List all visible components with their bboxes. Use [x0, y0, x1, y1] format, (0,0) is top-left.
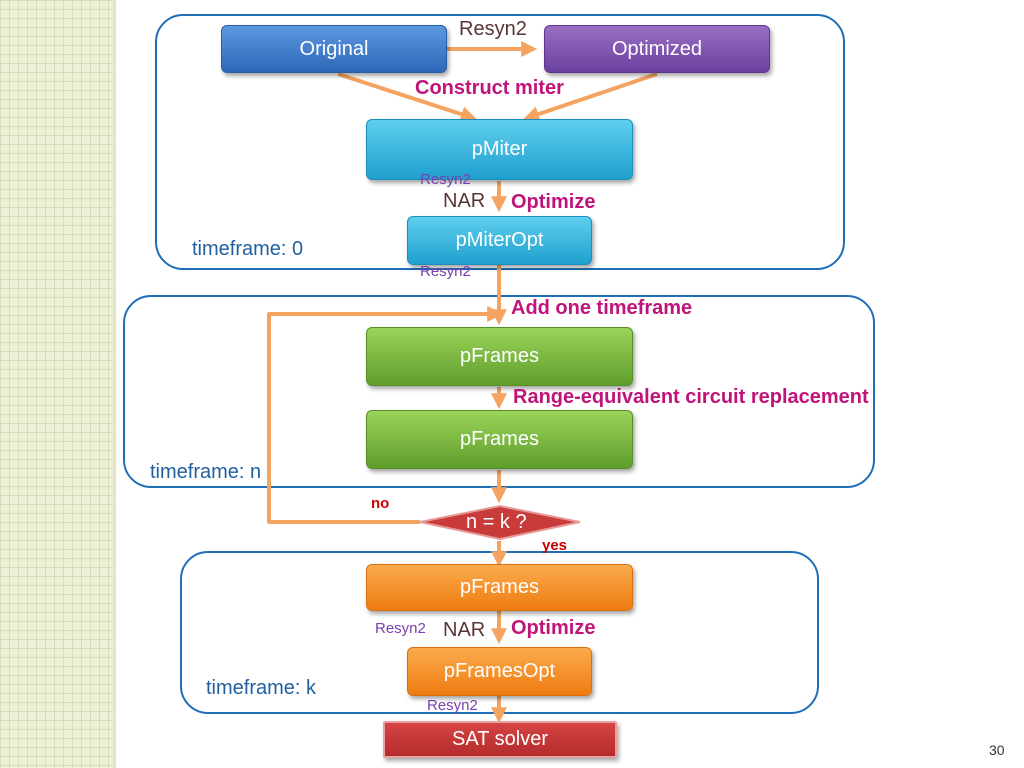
decision-label: n = k ?	[466, 511, 527, 533]
resyn2-label-c: Resyn2	[375, 620, 426, 637]
original-node: Original	[221, 25, 447, 73]
arrow-original-pmiter	[337, 72, 477, 122]
timeframe-k-label: timeframe: k	[206, 677, 317, 699]
add-one-timeframe-label: Add one timeframe	[511, 297, 693, 319]
pframesopt-node: pFramesOpt	[407, 647, 592, 696]
optimized-node: Optimized	[544, 25, 770, 73]
page-number: 30	[989, 742, 1005, 758]
yes-label: yes	[542, 537, 568, 554]
resyn2-label-a: Resyn2	[420, 171, 471, 188]
resyn2-label-b: Resyn2	[420, 263, 471, 280]
resyn2-top-label: Resyn2	[459, 18, 527, 40]
decision-diamond	[419, 504, 581, 541]
pmiter-node: pMiter	[366, 119, 633, 180]
timeframe-n-label: timeframe: n	[150, 461, 262, 483]
no-label: no	[371, 495, 390, 512]
nar-label-1: NAR	[443, 190, 486, 212]
optimize-label-1: Optimize	[511, 191, 596, 213]
sat-solver-node: SAT solver	[383, 721, 617, 758]
pmiteropt-node: pMiterOpt	[407, 216, 592, 265]
optimize-label-2: Optimize	[511, 617, 596, 639]
construct-miter-label: Construct miter	[415, 77, 564, 99]
arrow-loop-back	[267, 306, 504, 524]
timeframe-0-label: timeframe: 0	[192, 238, 304, 260]
nar-label-2: NAR	[443, 619, 486, 641]
pframes-node-1: pFrames	[366, 327, 633, 386]
sidebar-pattern	[0, 0, 113, 768]
range-equivalent-label: Range-equivalent circuit replacement	[513, 386, 869, 408]
resyn2-label-d: Resyn2	[427, 697, 478, 714]
arrow-optimized-pmiter	[523, 72, 658, 122]
pframes-node-3: pFrames	[366, 564, 633, 611]
pframes-node-2: pFrames	[366, 410, 633, 469]
sidebar-edge	[113, 0, 116, 768]
